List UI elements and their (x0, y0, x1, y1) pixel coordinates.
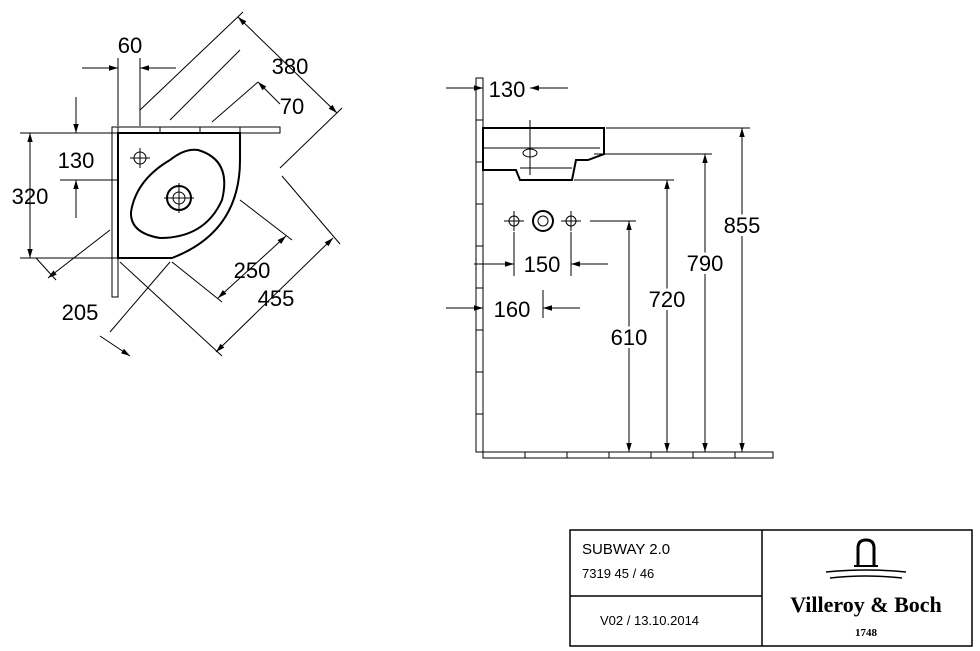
dim-855-label: 855 (724, 213, 761, 238)
version-date: V02 / 13.10.2014 (600, 613, 699, 628)
brand-logo-icon (825, 538, 907, 579)
wall-left-plan (111, 126, 119, 298)
dim-720-label: 720 (649, 287, 686, 312)
brand-name: Villeroy & Boch (790, 592, 942, 617)
article-number: 7319 45 / 46 (582, 566, 654, 581)
title-block: SUBWAY 2.0 7319 45 / 46 V02 / 13.10.2014… (569, 529, 973, 647)
bowl-outline-plan (129, 148, 226, 240)
dim-60-label: 60 (118, 33, 142, 58)
brand-year: 1748 (855, 627, 878, 639)
waste-outlet (532, 210, 554, 232)
dim-380-label: 380 (272, 54, 309, 79)
basin-outline-plan (117, 132, 241, 259)
dim-205-label: 205 (62, 300, 99, 325)
floor-side (482, 451, 774, 459)
dim-250-label: 250 (234, 258, 271, 283)
dim-790-label: 790 (687, 251, 724, 276)
wall-side (475, 77, 484, 453)
dim-455-label: 455 (258, 286, 295, 311)
dim-320-label: 320 (12, 184, 49, 209)
dim-130-plan-label: 130 (58, 148, 95, 173)
dim-160-label: 160 (494, 297, 531, 322)
basin-profile-side (482, 127, 605, 181)
product-name: SUBWAY 2.0 (582, 541, 670, 558)
side-view: 130 150 160 855 790 720 610 (446, 77, 774, 459)
plan-view: 60 380 70 130 320 250 455 (12, 11, 343, 357)
dim-610-label: 610 (611, 325, 648, 350)
dim-130-side-label: 130 (489, 77, 526, 102)
dim-70-label: 70 (280, 94, 304, 119)
dim-150-label: 150 (524, 252, 561, 277)
